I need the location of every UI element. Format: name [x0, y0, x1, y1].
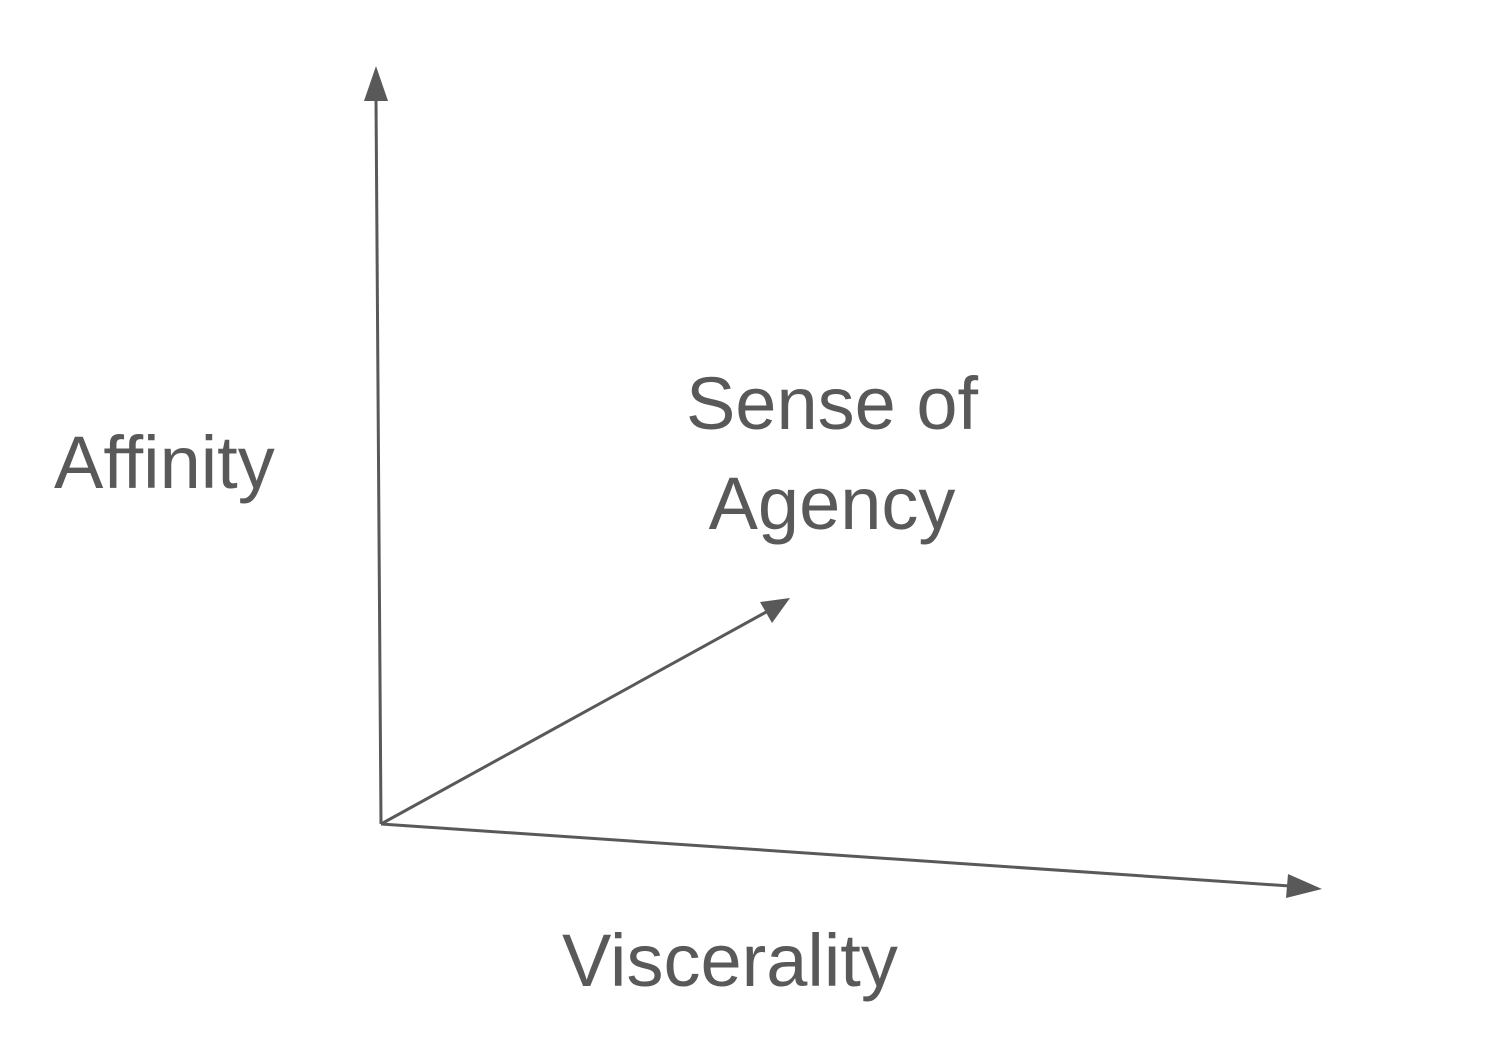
sense-of-agency-label: Sense of Agency [632, 354, 1032, 554]
sense-of-agency-label-line2: Agency [708, 462, 956, 545]
viscerality-axis-arrowhead [1286, 874, 1322, 898]
viscerality-label: Viscerality [562, 919, 898, 1002]
viscerality-axis-line [380, 822, 1291, 888]
sense-of-agency-label-line1: Sense of [685, 362, 979, 445]
affinity-axis-line [374, 97, 383, 825]
agency-axis-line [380, 609, 769, 826]
agency-axis-arrowhead [760, 598, 790, 623]
affinity-label: Affinity [54, 421, 275, 504]
affinity-axis-arrowhead [364, 66, 388, 101]
